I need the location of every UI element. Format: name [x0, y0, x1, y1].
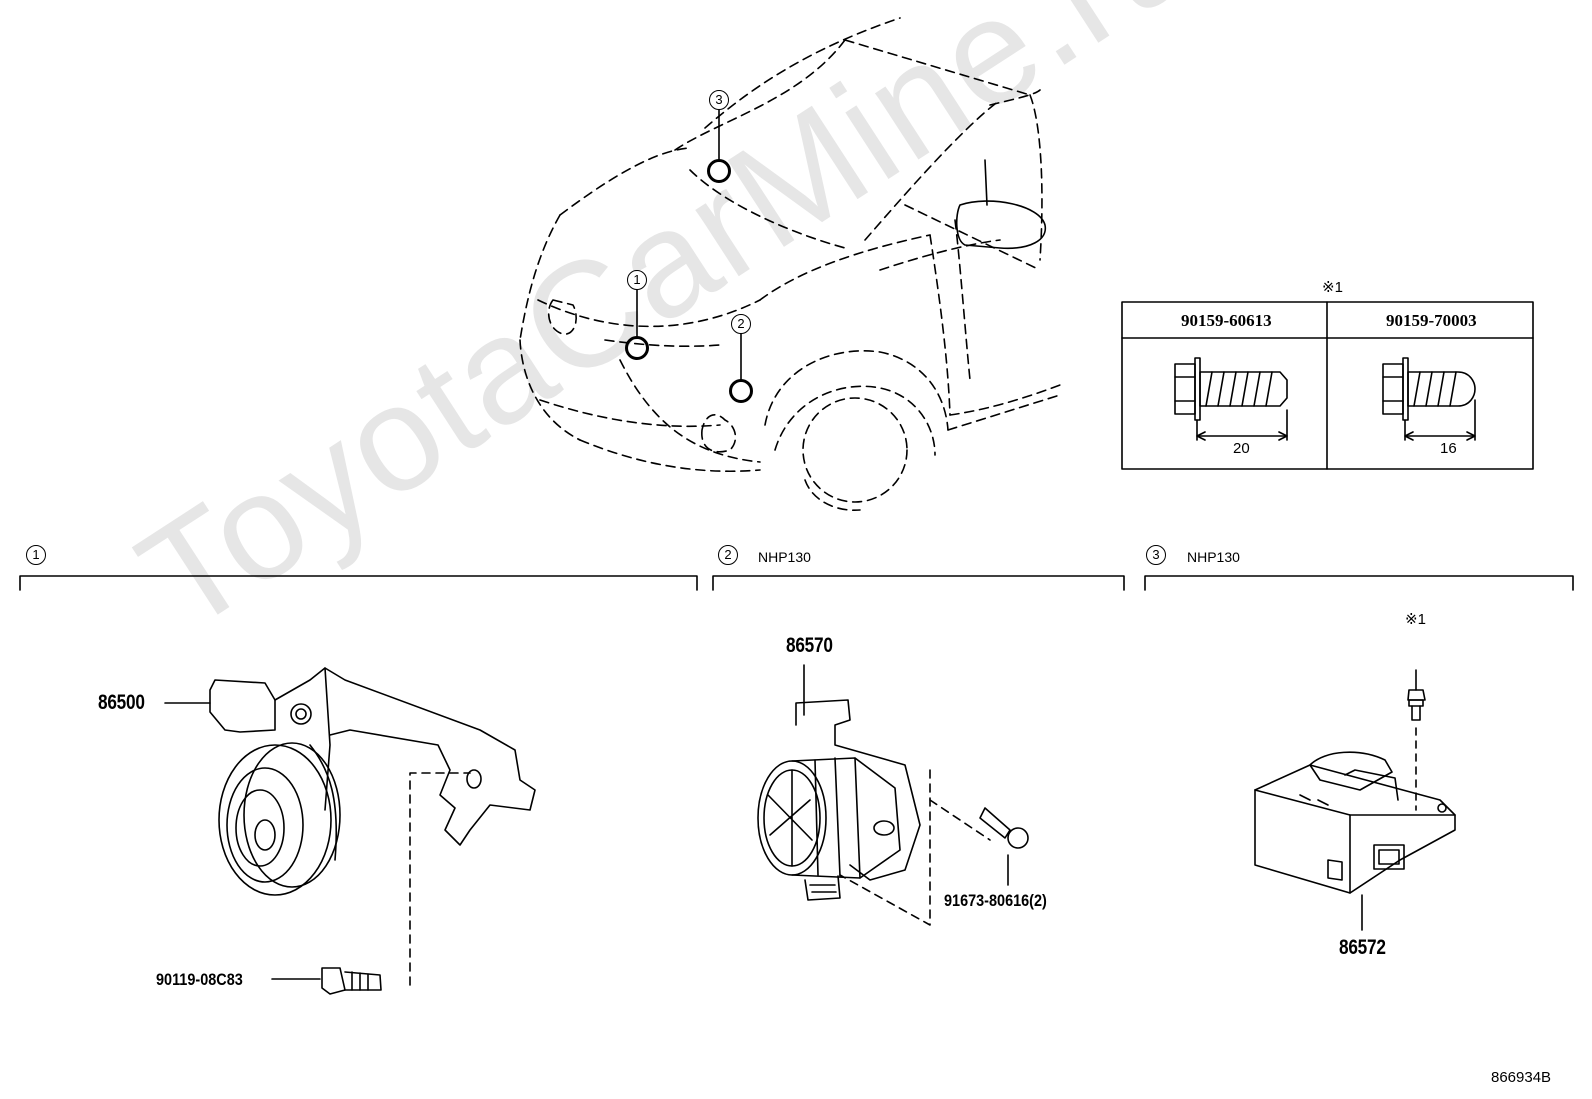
section-bracket-3: [1144, 575, 1574, 591]
section-bracket-1: [19, 575, 698, 591]
part-number-module: 86572: [1339, 936, 1386, 959]
module-drawing: [1254, 669, 1456, 931]
section-bracket-2: [712, 575, 1125, 591]
overview-callout-1: 1: [627, 270, 647, 290]
diagram-id: 866934B: [1491, 1069, 1552, 1086]
part-number-siren: 86570: [786, 634, 833, 657]
section-callout-2: 2: [718, 545, 738, 565]
overview-callout-2: 2: [731, 314, 751, 334]
section-callout-3: 3: [1146, 545, 1166, 565]
fastener-table-frame: [1121, 301, 1534, 470]
section-2-model: NHP130: [758, 549, 811, 565]
section-3-model: NHP130: [1187, 549, 1240, 565]
section-callout-1: 1: [26, 545, 46, 565]
fastener-table-note: ※1: [1322, 279, 1343, 296]
fastener-table-header-2: 90159-70003: [1386, 311, 1477, 330]
fastener-table-header-1: 90159-60613: [1181, 311, 1272, 330]
module-bolt-note: ※1: [1405, 611, 1426, 628]
part-number-horn: 86500: [98, 691, 145, 714]
part-number-horn-bolt: 90119-08C83: [156, 970, 243, 989]
car-outline: [519, 17, 1061, 511]
mirror: [955, 200, 1047, 250]
siren-drawing: [757, 664, 1029, 926]
fastener-length-2: 16: [1440, 440, 1457, 457]
horn-drawing: [164, 667, 536, 995]
fastener-length-1: 20: [1233, 440, 1250, 457]
part-number-siren-bolt: 91673-80616(2): [944, 891, 1047, 910]
overview-callout-3: 3: [709, 90, 729, 110]
